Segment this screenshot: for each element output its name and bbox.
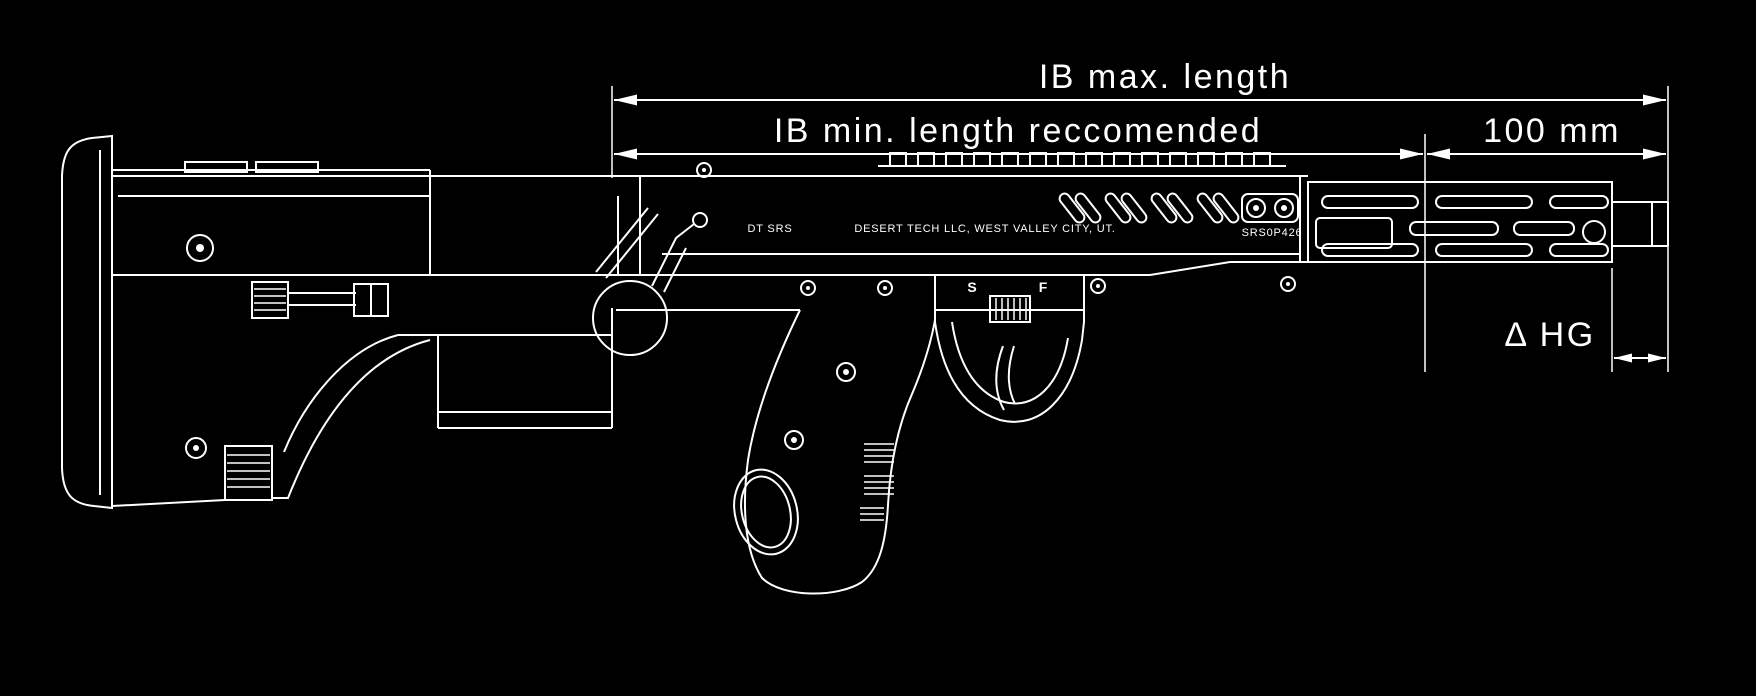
safety-safe-marking: S <box>967 279 976 295</box>
bolt-handle <box>592 162 712 356</box>
receiver-manufacturer-marking: DESERT TECH LLC, WEST VALLEY CITY, UT. <box>854 223 1115 235</box>
handguard <box>1307 181 1613 263</box>
arrowhead-right-icon <box>1648 353 1666 363</box>
safety-selector: S F <box>967 279 1048 323</box>
trigger-guard <box>934 275 1085 423</box>
arrowhead-left-icon <box>614 94 637 106</box>
dimension-ib-max: IB max. length <box>614 58 1666 106</box>
arrowhead-left-icon <box>614 148 637 160</box>
safety-fire-marking: F <box>1039 279 1048 295</box>
ib-min-length-label: IB min. length reccomended <box>774 112 1262 150</box>
delta-hg-label: Δ HG <box>1504 316 1595 354</box>
dimension-delta-hg: Δ HG <box>1504 316 1666 363</box>
buttstock-pad <box>61 134 113 510</box>
receiver-model-marking: DT SRS <box>748 223 793 235</box>
dimension-100mm: 100 mm <box>1427 112 1666 160</box>
pistol-grip <box>733 309 936 595</box>
arrowhead-left-icon <box>1614 353 1632 363</box>
arrowhead-left-icon <box>1427 148 1450 160</box>
ib-max-length-label: IB max. length <box>1039 58 1291 96</box>
magazine <box>437 308 613 429</box>
receiver-serial-marking: SRS0P426 <box>1242 227 1303 239</box>
stock-body <box>111 161 1308 507</box>
hundred-mm-label: 100 mm <box>1483 112 1621 150</box>
dimension-annotations: IB max. length IB min. length reccomende… <box>611 58 1669 372</box>
receiver-markings: DT SRS DESERT TECH LLC, WEST VALLEY CITY… <box>748 223 1303 239</box>
dimension-ib-min: IB min. length reccomended <box>614 112 1423 160</box>
arrowhead-right-icon <box>1643 148 1666 160</box>
barrel <box>1612 201 1669 247</box>
arrowhead-right-icon <box>1400 148 1423 160</box>
arrowhead-right-icon <box>1643 94 1666 106</box>
